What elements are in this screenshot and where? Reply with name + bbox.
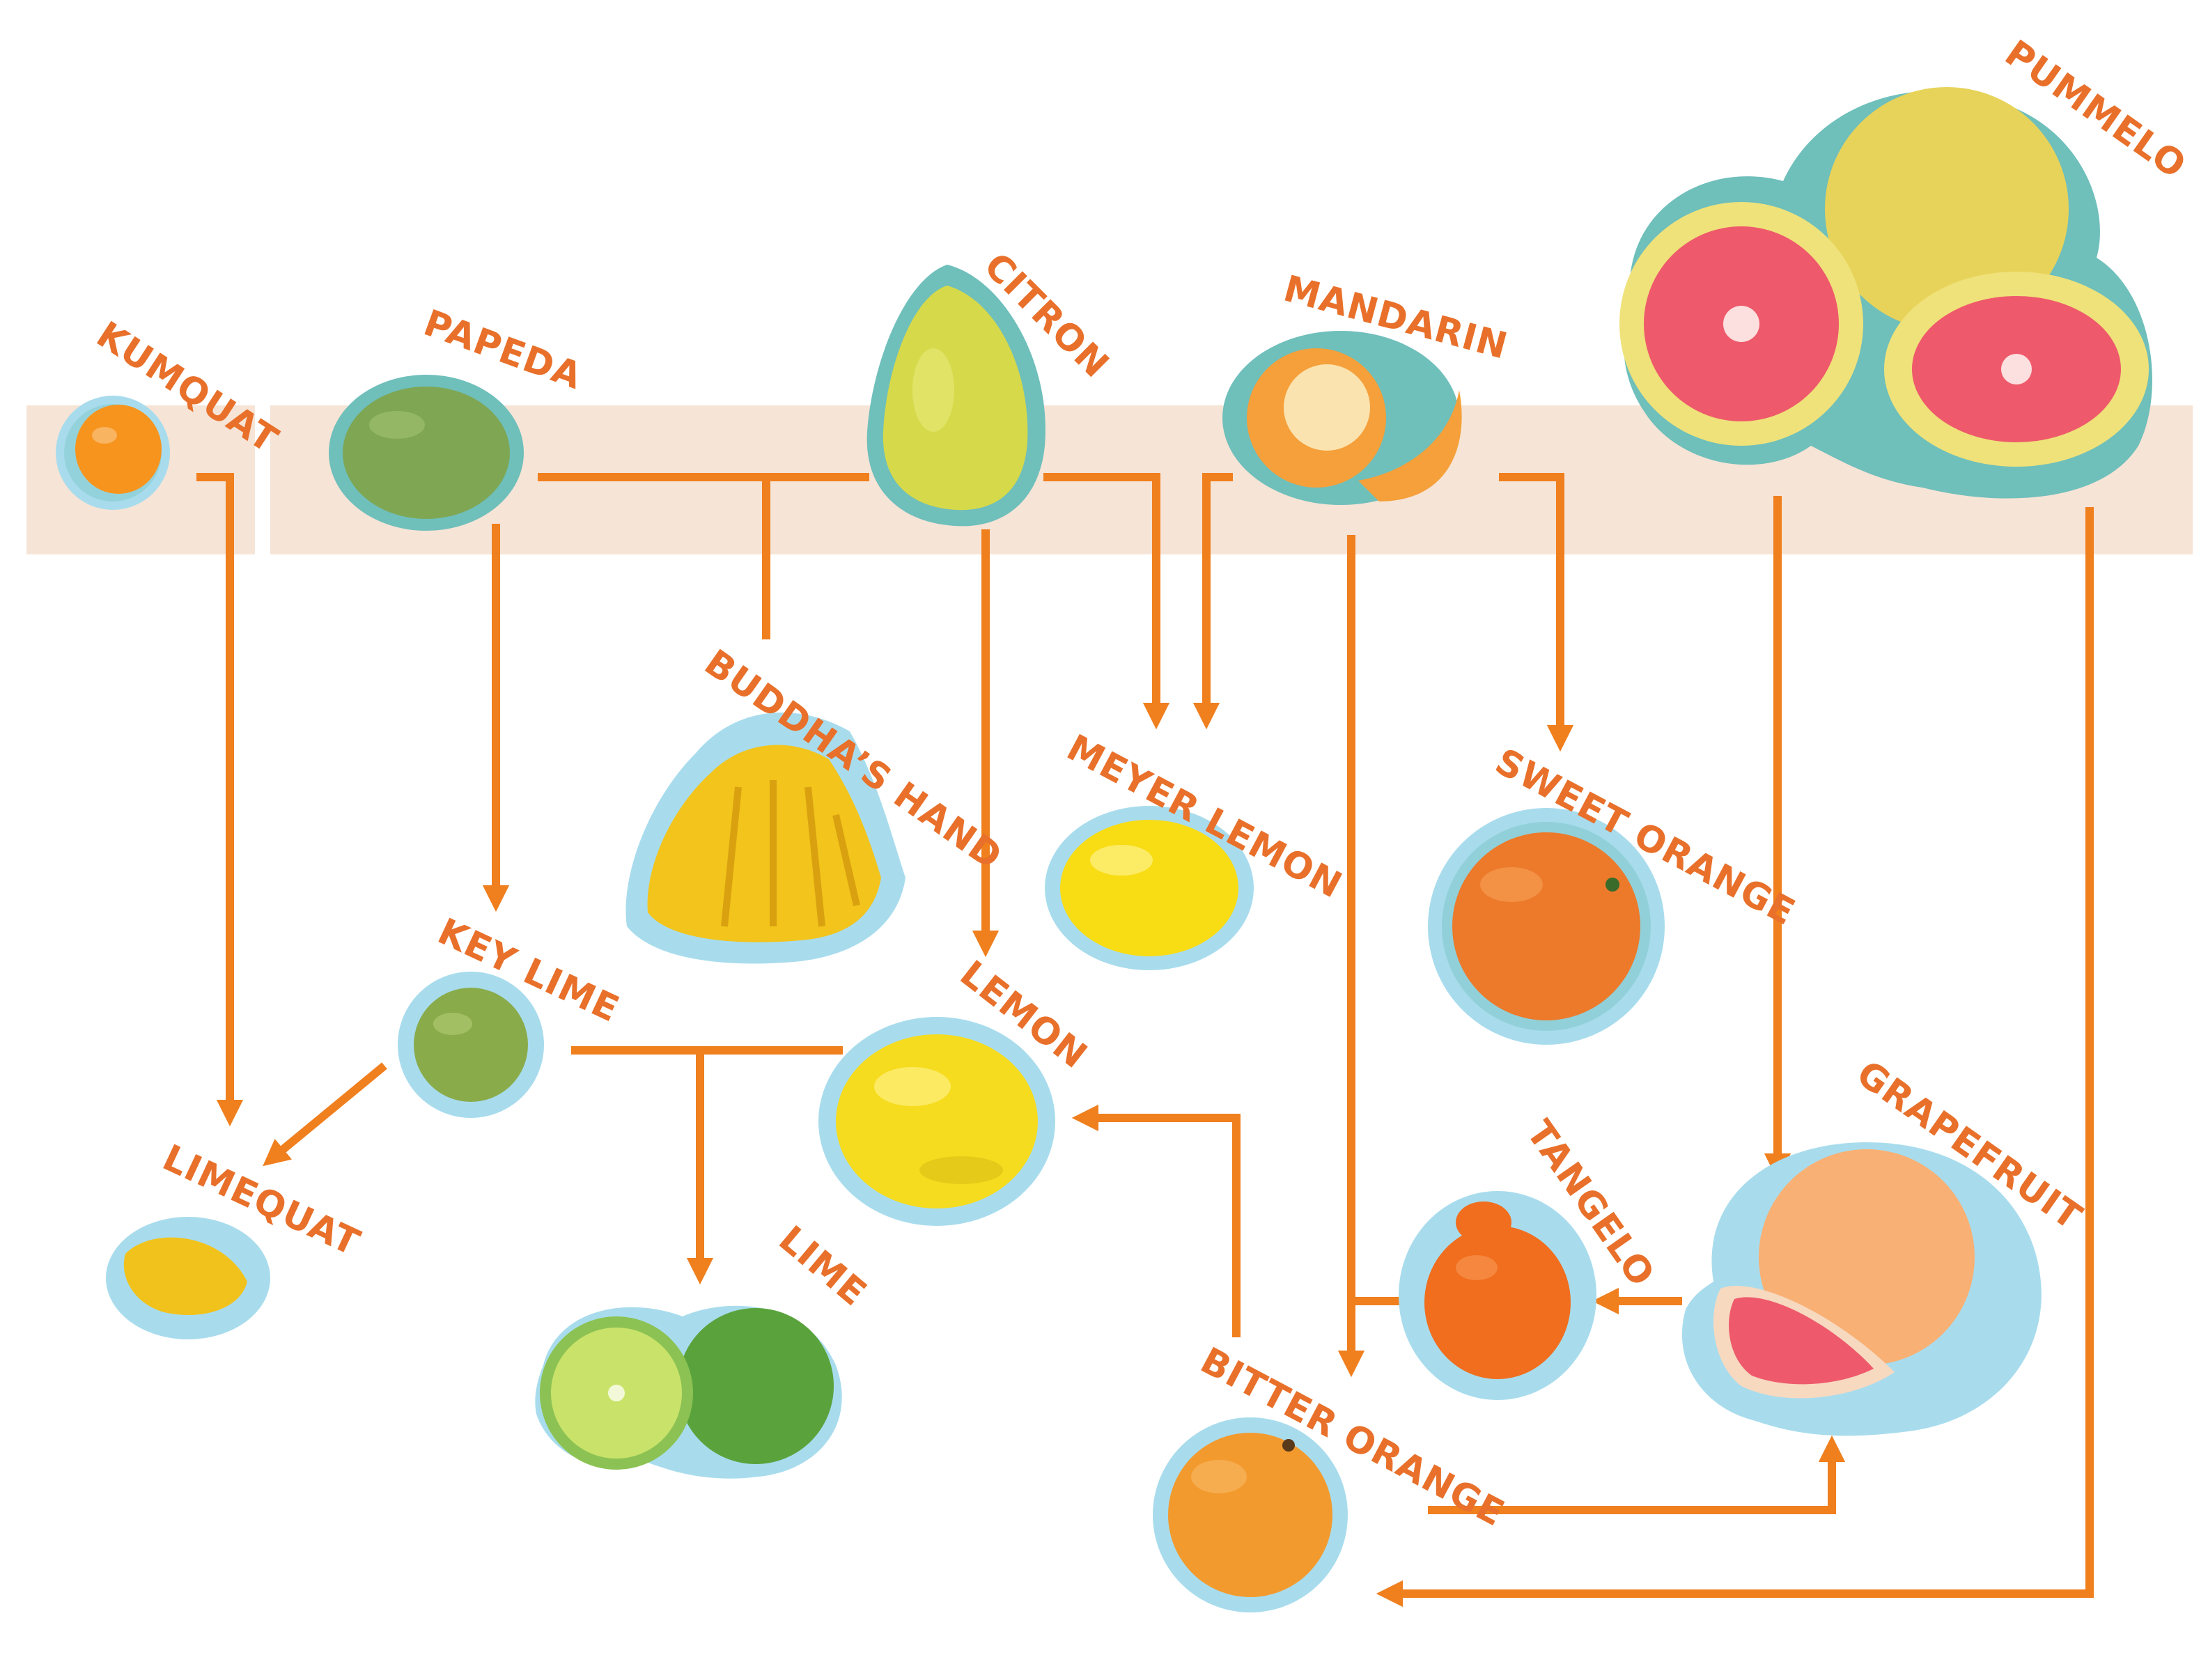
tangelo-neck — [1456, 1201, 1511, 1243]
lemon-shine — [874, 1067, 951, 1106]
mandarin-pith — [1284, 364, 1370, 451]
arrow-keylime-limequat — [263, 1062, 387, 1167]
kumquat-shine — [92, 427, 117, 444]
bitter-orange-shine — [1191, 1460, 1247, 1493]
sweet-orange-shine — [1480, 867, 1543, 902]
pummelo — [1619, 87, 2152, 499]
pummelo-core-left — [1723, 306, 1759, 342]
grapefruit-flesh — [1729, 1297, 1874, 1385]
lemon-shadow — [919, 1156, 1003, 1184]
buddhas-hand-fingers — [721, 780, 860, 927]
arrow-bitterorange-grapefruit — [1428, 1435, 1846, 1514]
bitter-orange — [1153, 1417, 1348, 1612]
key-lime — [398, 972, 544, 1118]
tangelo-shine — [1456, 1255, 1498, 1280]
arrow-kumquat-limequat — [196, 473, 244, 1127]
lime-whole — [678, 1308, 834, 1464]
buddhas-hand — [625, 712, 905, 964]
mandarin-peel — [1358, 390, 1462, 501]
meyer-lemon-shine — [1090, 845, 1153, 876]
sweet-orange-fruit — [1452, 832, 1640, 1020]
tangelo-fruit — [1424, 1226, 1571, 1379]
arrow-mandarin-sweetorange — [1499, 473, 1574, 752]
lemon — [818, 1017, 1055, 1226]
bitter-orange-fruit — [1168, 1433, 1332, 1597]
mandarin — [1222, 331, 1462, 505]
limequat — [106, 1217, 270, 1339]
buddhas-hand-fruit — [647, 745, 881, 942]
arrow-citron-meyerlemon — [1043, 473, 1170, 730]
kumquat-fruit — [75, 405, 162, 494]
arrow-mandarin-meyerlemon — [1192, 473, 1233, 730]
limequat-fruit — [123, 1237, 247, 1315]
connector-arrows — [196, 473, 2094, 1608]
lemon-fruit — [836, 1034, 1038, 1208]
lime — [535, 1305, 842, 1479]
tangelo — [1399, 1191, 1596, 1400]
label-lime: LIME — [771, 1218, 875, 1314]
bitter-orange-stem — [1282, 1439, 1295, 1452]
pummelo-core-right — [2001, 354, 2032, 384]
lime-core — [608, 1385, 625, 1401]
papeda-shine — [369, 411, 425, 439]
citron-fruit — [883, 286, 1028, 511]
arrow-pummelo-bitterorange — [1376, 507, 2094, 1608]
sweet-orange — [1428, 808, 1665, 1045]
pummelo-whole — [1825, 87, 2069, 331]
key-lime-fruit — [414, 988, 528, 1102]
key-lime-shine — [433, 1013, 472, 1035]
meyer-lemon — [1045, 806, 1254, 970]
sweet-orange-stem — [1606, 878, 1619, 892]
citron — [866, 265, 1045, 527]
fruits — [56, 87, 2152, 1612]
papeda-fruit — [343, 387, 510, 519]
citron-shine — [912, 348, 954, 432]
grapefruit — [1681, 1142, 2042, 1436]
papeda — [329, 375, 524, 531]
kumquat — [56, 396, 170, 510]
arrow-bitterorange-lemon — [1071, 1104, 1241, 1337]
